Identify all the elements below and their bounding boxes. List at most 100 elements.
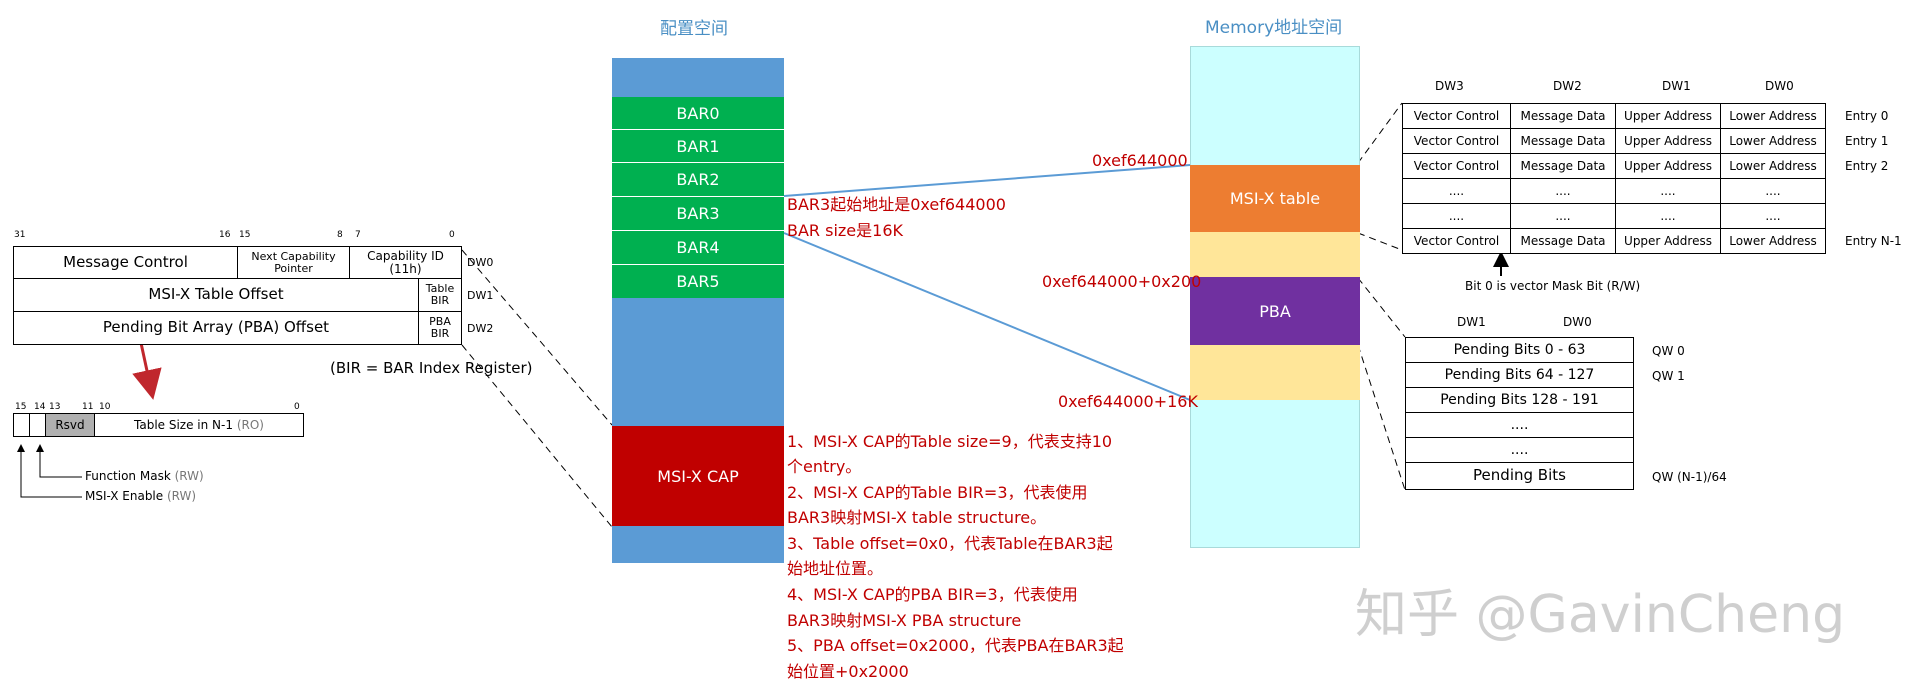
pba-bir-field: PBA BIR: [418, 311, 462, 345]
qw-label: QW (N-1)/64: [1652, 470, 1727, 484]
bar4-block: BAR4: [612, 231, 784, 265]
column-header: DW3: [1435, 79, 1464, 93]
table-cell: ....: [1615, 203, 1721, 229]
table-cell: Lower Address: [1720, 228, 1826, 254]
table-cell: Lower Address: [1720, 153, 1826, 179]
note-line: 始地址位置。: [787, 559, 884, 578]
dw2-label: DW2: [467, 322, 494, 335]
column-header: DW2: [1553, 79, 1582, 93]
bit-label: 11: [82, 402, 94, 412]
table-cell: ....: [1720, 203, 1826, 229]
bit-label: 0: [449, 230, 455, 240]
table-cell: Upper Address: [1615, 128, 1721, 154]
bar2-block: BAR2: [612, 163, 784, 197]
pba-row: Pending Bits 0 - 63: [1405, 337, 1634, 363]
column-header: DW1: [1457, 315, 1486, 329]
entry-label: Entry 2: [1845, 159, 1889, 173]
table-cell: ....: [1615, 178, 1721, 204]
table-padding-block: [1190, 232, 1360, 277]
note-line: BAR3映射MSI-X PBA structure: [787, 611, 1022, 630]
pba-link-top: [1357, 277, 1406, 338]
addr-end-label: 0xef644000+16K: [1058, 392, 1198, 411]
note-line: 始位置+0x2000: [787, 662, 909, 681]
pba-row: Pending Bits 64 - 127: [1405, 362, 1634, 388]
bit-label: 15: [239, 230, 251, 240]
table-cell: ....: [1510, 203, 1616, 229]
qw-label: QW 0: [1652, 344, 1685, 358]
bit-label: 10: [99, 402, 111, 412]
msix-enable-label: MSI-X Enable (RW): [85, 489, 197, 503]
table-cell: Message Data: [1510, 153, 1616, 179]
watermark: 知乎 @GavinCheng: [1355, 585, 1846, 645]
pba-row: ....: [1405, 412, 1634, 438]
bar3-start-note: BAR3起始地址是0xef644000: [787, 195, 1006, 214]
note-line: 4、MSI-X CAP的PBA BIR=3，代表使用: [787, 585, 1078, 604]
msix-cap-block: MSI-X CAP: [612, 426, 784, 526]
entry-label: Entry 1: [1845, 134, 1889, 148]
bar1-block: BAR1: [612, 130, 784, 163]
bar0-block: BAR0: [612, 97, 784, 130]
bar5-block: BAR5: [612, 265, 784, 298]
pba-offset-field: Pending Bit Array (PBA) Offset: [13, 311, 419, 345]
config-space-title: 配置空间: [660, 19, 728, 39]
column-header: DW0: [1765, 79, 1794, 93]
column-header: DW1: [1662, 79, 1691, 93]
pba-row: Pending Bits: [1405, 462, 1634, 490]
note-line: 2、MSI-X CAP的Table BIR=3，代表使用: [787, 483, 1088, 502]
table-cell: ....: [1720, 178, 1826, 204]
msix-table-offset-field: MSI-X Table Offset: [13, 278, 419, 312]
msix-enable-bit: [13, 413, 30, 437]
bit-label: 7: [355, 230, 361, 240]
rsvd-field: Rsvd: [45, 413, 95, 437]
table-cell: ....: [1402, 203, 1511, 229]
column-header: DW0: [1563, 315, 1592, 329]
table-cell: Upper Address: [1615, 153, 1721, 179]
table-size-field: Table Size in N-1 (RO): [94, 413, 304, 437]
note-line: 个entry。: [787, 457, 862, 476]
addr-pba-label: 0xef644000+0x200: [1042, 272, 1202, 291]
table-cell: Message Data: [1510, 128, 1616, 154]
bit-label: 14: [34, 402, 46, 412]
table-bir-field: Table BIR: [418, 278, 462, 312]
pba-padding-block: [1190, 345, 1360, 400]
note-line: 3、Table offset=0x0，代表Table在BAR3起: [787, 534, 1113, 553]
table-size-label: Table Size in N-1: [134, 417, 233, 432]
table-cell: Upper Address: [1615, 103, 1721, 129]
entry-label: Entry N-1: [1845, 234, 1902, 248]
bit-label: 0: [294, 402, 300, 412]
table-link-top: [1357, 102, 1403, 164]
msix-table-block: MSI-X table: [1190, 165, 1360, 232]
note-line: 1、MSI-X CAP的Table size=9，代表支持10: [787, 432, 1113, 451]
bit-label: 13: [49, 402, 61, 412]
bar3-size-note: BAR size是16K: [787, 221, 904, 240]
entry-label: Entry 0: [1845, 109, 1889, 123]
cap-link-top: [461, 249, 613, 426]
next-capability-pointer-field: Next Capability Pointer: [237, 246, 350, 279]
vector-mask-note: Bit 0 is vector Mask Bit (R/W): [1465, 279, 1641, 293]
bar3-to-start: [783, 164, 1191, 197]
table-link-bottom: [1357, 232, 1403, 251]
pba-link-bottom: [1357, 344, 1406, 491]
addr-start-label: 0xef644000: [1092, 151, 1188, 170]
pba-row: ....: [1405, 437, 1634, 463]
table-cell: Vector Control: [1402, 228, 1511, 254]
dw1-label: DW1: [467, 289, 494, 302]
bit-label: 31: [14, 230, 26, 240]
table-cell: Message Data: [1510, 103, 1616, 129]
function-mask-leader: [36, 444, 82, 478]
table-cell: ....: [1402, 178, 1511, 204]
bar3-to-end: [783, 232, 1191, 401]
function-mask-bit: [29, 413, 46, 437]
message-control-field: Message Control: [13, 246, 238, 279]
dw0-label: DW0: [467, 256, 494, 269]
bit-label: 16: [219, 230, 231, 240]
capability-id-field: Capability ID (11h): [349, 246, 462, 279]
bit-label: 15: [15, 402, 27, 412]
table-cell: Message Data: [1510, 228, 1616, 254]
table-cell: Vector Control: [1402, 103, 1511, 129]
table-size-access: (RO): [236, 417, 264, 432]
note-line: 5、PBA offset=0x2000，代表PBA在BAR3起: [787, 636, 1124, 655]
table-cell: Lower Address: [1720, 103, 1826, 129]
